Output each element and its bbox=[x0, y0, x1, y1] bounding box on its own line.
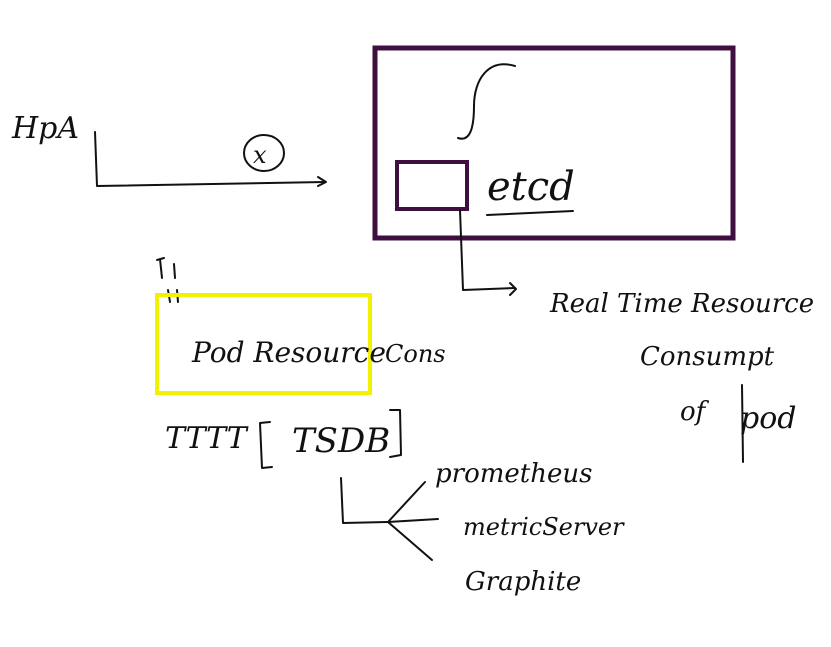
curly-stroke bbox=[457, 63, 516, 140]
branch-prometheus bbox=[387, 481, 426, 523]
consumpt-label: Consumpt bbox=[640, 342, 775, 372]
prometheus-label: prometheus bbox=[435, 459, 592, 489]
tsdb-label: TSDB bbox=[292, 421, 390, 461]
pod-stroke bbox=[741, 384, 744, 463]
x-mark: x bbox=[253, 141, 267, 169]
hpa-arrow bbox=[94, 131, 326, 187]
metric-server-label: metricServer bbox=[463, 513, 625, 541]
hpa-label: HpA bbox=[11, 111, 79, 146]
pod-resource-box bbox=[155, 293, 372, 395]
cons-label: Cons bbox=[385, 340, 446, 368]
tick-marks bbox=[156, 257, 179, 303]
etcd-underline bbox=[486, 210, 574, 216]
tsdb-close-bracket bbox=[389, 409, 402, 458]
etcd-connector bbox=[459, 209, 516, 291]
tsdb-connector bbox=[340, 477, 389, 524]
pod-resource-label: Pod Resource bbox=[191, 336, 386, 369]
tttt-label: TTTT bbox=[165, 421, 249, 456]
branch-graphite bbox=[387, 521, 433, 561]
real-time-label: Real Time Resource bbox=[549, 289, 814, 319]
control-plane-box bbox=[372, 45, 736, 241]
etcd-label: etcd bbox=[487, 164, 575, 210]
graphite-label: Graphite bbox=[465, 567, 581, 597]
hpa-arrow-head bbox=[317, 176, 327, 187]
of-label: of bbox=[680, 397, 710, 427]
etcd-box bbox=[395, 160, 469, 211]
tsdb-open-bracket bbox=[259, 421, 273, 469]
x-circle bbox=[243, 134, 285, 172]
branch-metric-server bbox=[387, 518, 439, 523]
pod-label: pod bbox=[740, 401, 796, 436]
etcd-connector-head bbox=[509, 282, 517, 296]
